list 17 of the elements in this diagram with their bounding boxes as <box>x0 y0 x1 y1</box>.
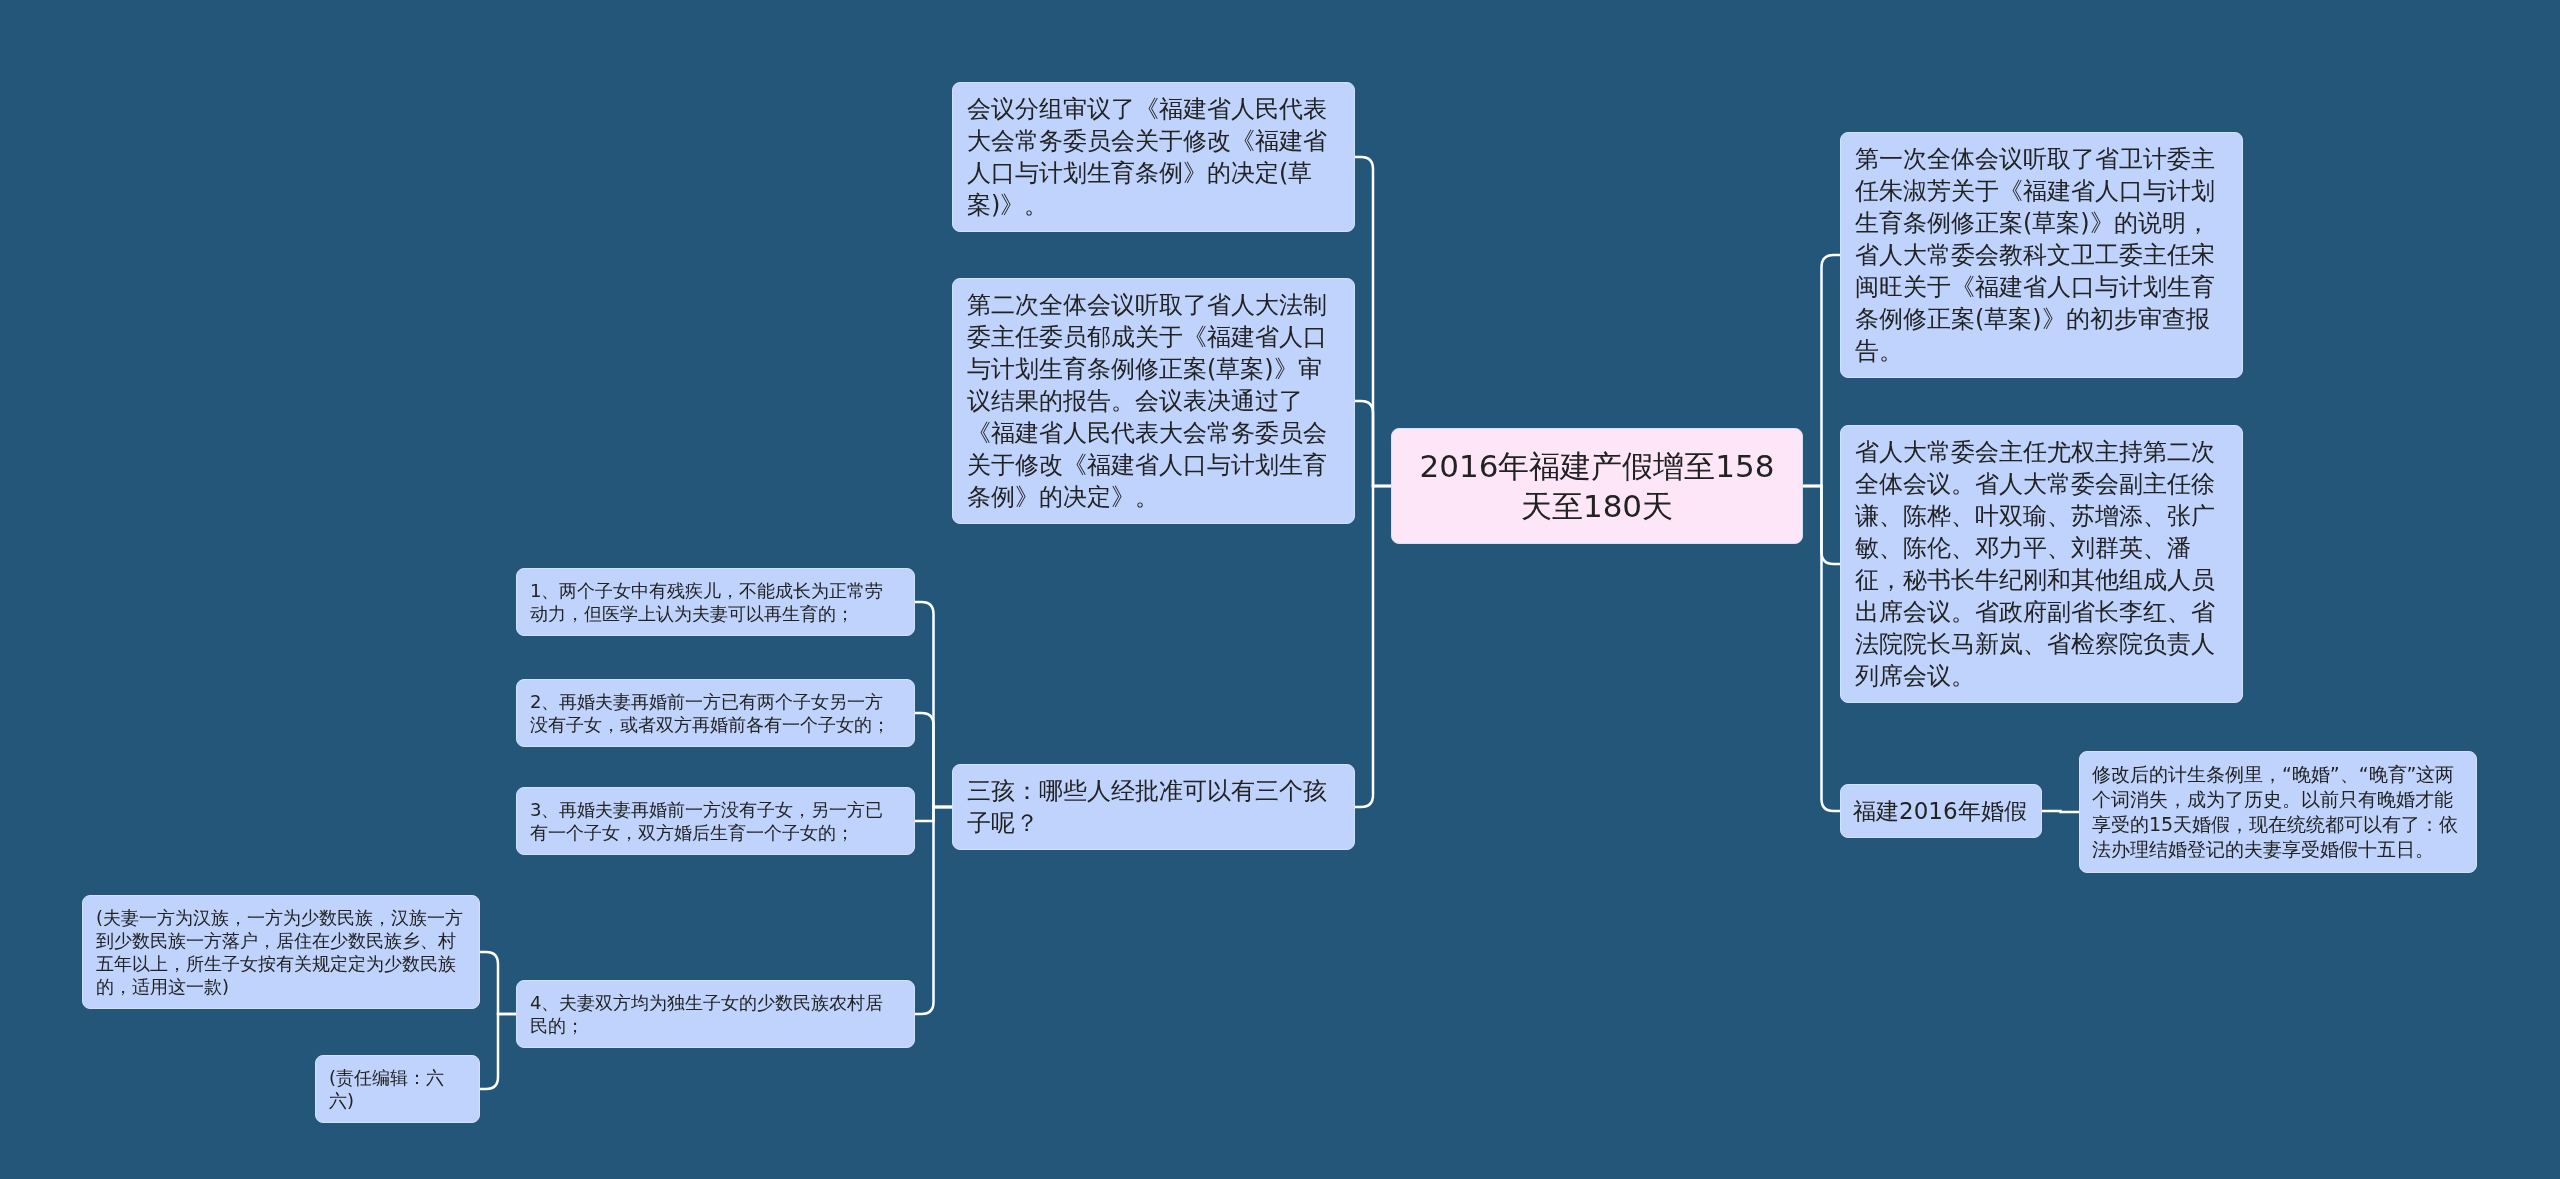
topic-box: 1、两个子女中有残疾儿，不能成长为正常劳动力，但医学上认为夫妻可以再生育的； <box>516 568 915 636</box>
connector-line <box>915 805 952 1016</box>
topic-box: 修改后的计生条例里，“晚婚”、“晚育”这两个词消失，成为了历史。以前只有晚婚才能享受的15天婚假，现在统统都可以有了：依法办理结婚登记的夫妻享受婚假十五日。 <box>2079 751 2477 873</box>
topic-box: (责任编辑：六六) <box>315 1055 480 1123</box>
topic-box: 三孩：哪些人经批准可以有三个孩子呢？ <box>952 764 1355 850</box>
topic-box: 省人大常委会主任尤权主持第二次全体会议。省人大常委会副主任徐谦、陈桦、叶双瑜、苏增添、张广敏、陈伦、邓力平、刘群英、潘征，秘书长牛纪刚和其他组成人员出席会议。省政府副省长李红、省法院院长马新岚、省检察院负责人列席会议。 <box>1840 425 2243 703</box>
topic-box: 第二次全体会议听取了省人大法制委主任委员郁成关于《福建省人口与计划生育条例修正案(草案)》审议结果的报告。会议表决通过了《福建省人民代表大会常务委员会关于修改《福建省人口与计划生育条例》的决定》。 <box>952 278 1355 524</box>
topic-box: 第一次全体会议听取了省卫计委主任朱淑芳关于《福建省人口与计划生育条例修正案(草案)》的说明，省人大常委会教科文卫工委主任宋闽旺关于《福建省人口与计划生育条例修正案(草案)》的初步审查报告。 <box>1840 132 2243 378</box>
topic-box: 2、再婚夫妻再婚前一方已有两个子女另一方没有子女，或者双方再婚前各有一个子女的； <box>516 679 915 747</box>
topic-box: 4、夫妻双方均为独生子女的少数民族农村居民的； <box>516 980 915 1048</box>
topic-box: 3、再婚夫妻再婚前一方没有子女，另一方已有一个子女，双方婚后生育一个子女的； <box>516 787 915 855</box>
connector-line <box>1803 484 1840 813</box>
connector-line <box>2042 809 2079 814</box>
central-topic-box: 2016年福建产假增至158天至180天 <box>1391 428 1803 544</box>
topic-box: (夫妻一方为汉族，一方为少数民族，汉族一方到少数民族一方落户，居住在少数民族乡、村五年以上，所生子女按有关规定定为少数民族的，适用这一款) <box>82 895 480 1009</box>
topic-box: 会议分组审议了《福建省人民代表大会常务委员会关于修改《福建省人口与计划生育条例》的决定(草案)》。 <box>952 82 1355 232</box>
topic-box: 福建2016年婚假 <box>1840 784 2042 838</box>
